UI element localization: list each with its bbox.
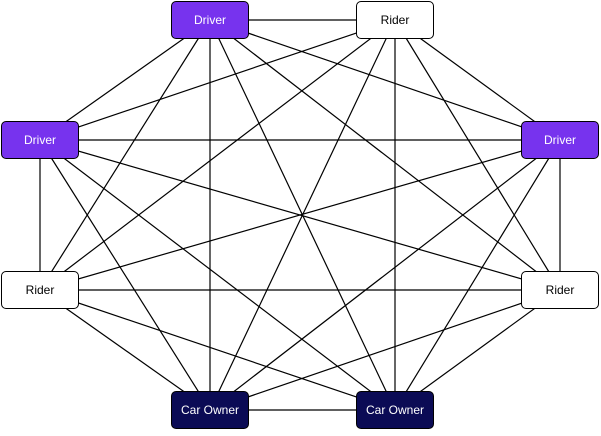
connection-edge (209, 289, 561, 411)
connection-edge (209, 19, 561, 141)
rider-node[interactable]: Rider (1, 271, 79, 309)
connection-edge (39, 289, 396, 411)
connection-edge (39, 19, 211, 141)
connection-edge (394, 139, 561, 411)
driver-node[interactable]: Driver (171, 1, 249, 39)
connection-edge (209, 19, 396, 411)
rider-node[interactable]: Rider (356, 1, 434, 39)
connection-edge (39, 19, 211, 291)
connection-edge (209, 139, 561, 411)
car-owner-node[interactable]: Car Owner (356, 391, 434, 429)
connection-edge (394, 289, 561, 411)
car-owner-node[interactable]: Car Owner (171, 391, 249, 429)
connection-edge (39, 19, 396, 141)
connection-edge (39, 139, 396, 411)
connection-edge (39, 139, 211, 411)
driver-node[interactable]: Driver (521, 121, 599, 159)
connection-edge (394, 19, 561, 291)
connection-edge (394, 19, 561, 141)
rider-node[interactable]: Rider (521, 271, 599, 309)
connection-edge (39, 289, 211, 411)
connection-edge (39, 139, 561, 291)
driver-node[interactable]: Driver (1, 121, 79, 159)
connection-edge (39, 19, 396, 291)
connection-edge (209, 19, 561, 291)
